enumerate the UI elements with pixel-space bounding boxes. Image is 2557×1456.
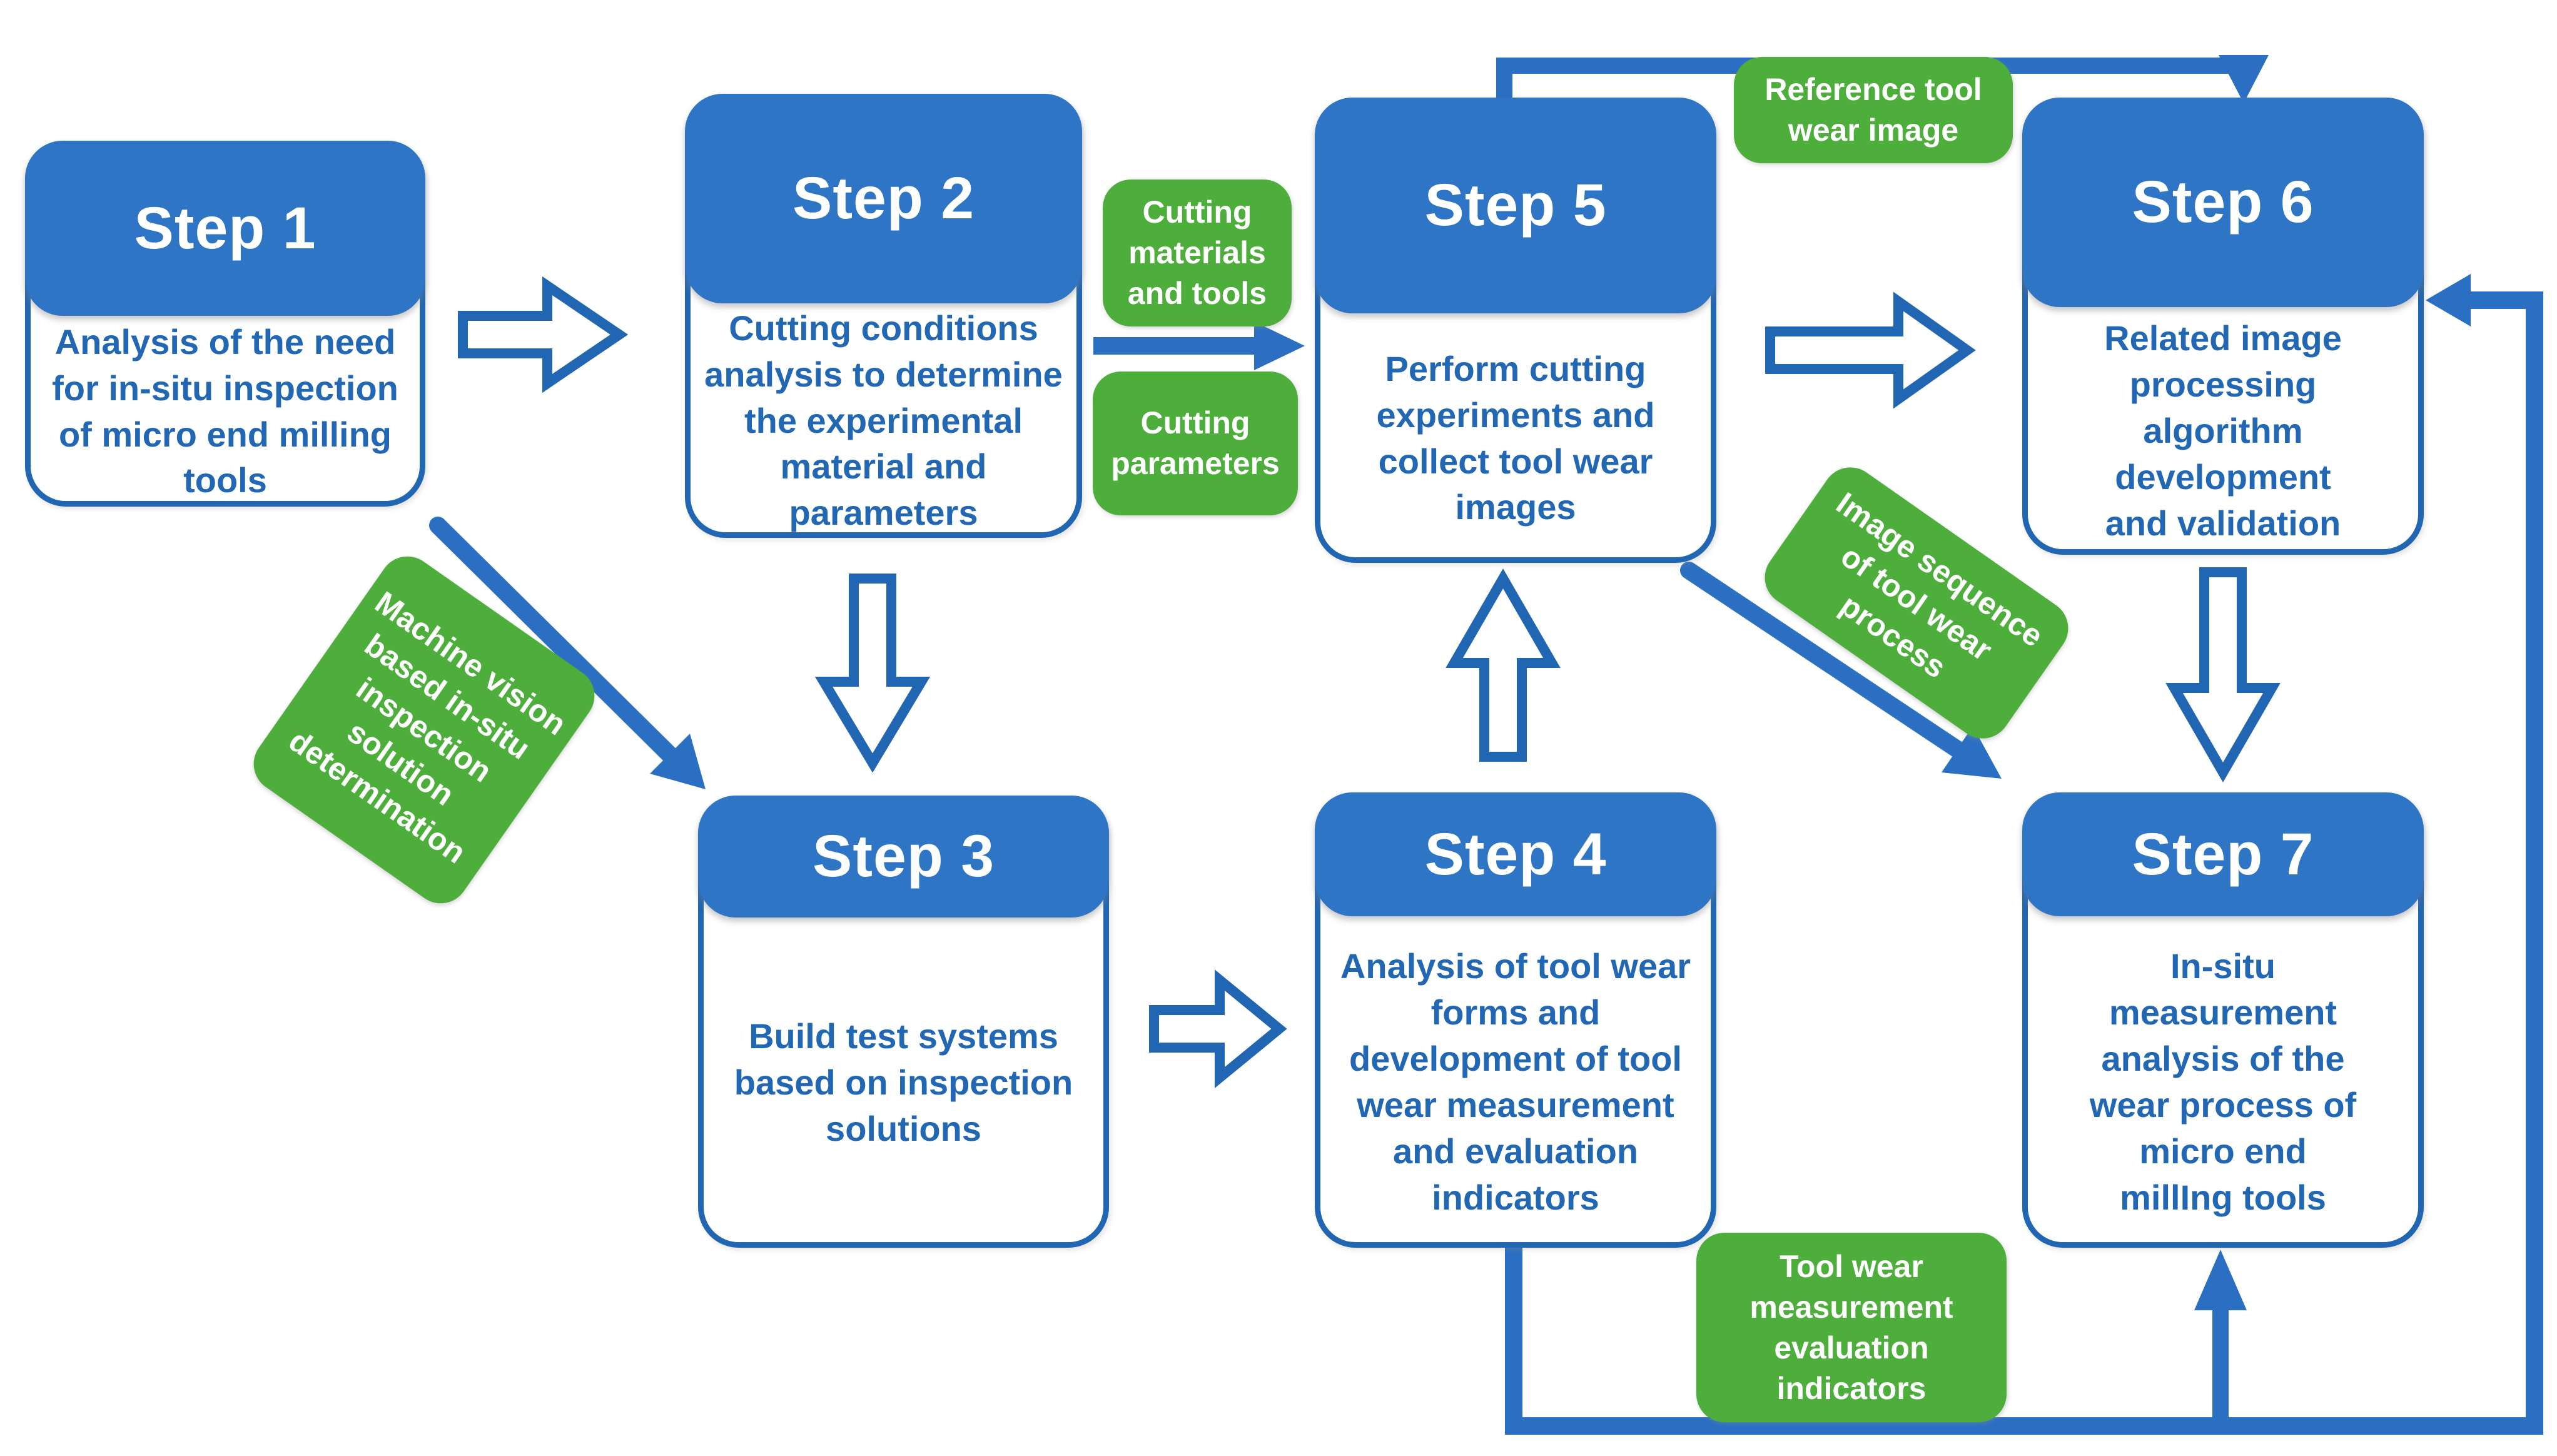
label-cutting-materials-and-tools: Cutting materials and tools <box>1103 179 1292 326</box>
step-2-title: Step 2 <box>685 94 1082 303</box>
label-tool-wear-indicators: Tool wear measurement evaluation indicat… <box>1696 1233 2007 1422</box>
step-7-title: Step 7 <box>2022 792 2424 916</box>
step-3-title: Step 3 <box>698 796 1109 918</box>
arrow-step5-to-step6-icon <box>1765 291 1976 409</box>
step-3-description: Build test systems based on inspection s… <box>734 1016 1073 1148</box>
connector-bottom-to-step7-icon <box>2194 1250 2247 1426</box>
step-7-description: In-situ measurement analysis of the wear… <box>2089 946 2357 1217</box>
step-2-description: Cutting conditions analysis to determine… <box>704 308 1063 533</box>
arrow-step2-to-step5-icon <box>1093 321 1305 370</box>
label-reference-tool-wear-image: Reference tool wear image <box>1734 57 2013 163</box>
step-4-title: Step 4 <box>1315 792 1716 916</box>
step-6-title: Step 6 <box>2022 98 2424 307</box>
step-2-box: Step 2 Cutting conditions analysis to de… <box>685 94 1082 538</box>
step-6-box: Step 6 Related image processing algorith… <box>2022 98 2424 555</box>
step-5-box: Step 5 Perform cutting experiments and c… <box>1315 98 1716 563</box>
arrow-step4-to-step5-icon <box>1446 569 1561 762</box>
step-5-description: Perform cutting experiments and collect … <box>1376 348 1655 527</box>
step-6-description: Related image processing algorithm devel… <box>2104 318 2342 543</box>
arrow-step3-to-step4-icon <box>1149 969 1287 1088</box>
step-7-box: Step 7 In-situ measurement analysis of t… <box>2022 792 2424 1248</box>
label-cutting-parameters: Cutting parameters <box>1093 372 1298 515</box>
arrow-step1-to-step3-icon <box>429 517 706 789</box>
arrow-step1-to-step2-icon <box>458 276 629 393</box>
arrow-step2-to-step3-icon <box>814 574 931 773</box>
step-1-title: Step 1 <box>25 141 425 316</box>
step-3-box: Step 3 Build test systems based on inspe… <box>698 796 1109 1248</box>
step-1-description: Analysis of the need for in-situ inspect… <box>52 321 398 500</box>
step-4-description: Analysis of tool wear forms and developm… <box>1340 946 1691 1217</box>
step-4-box: Step 4 Analysis of tool wear forms and d… <box>1315 792 1716 1248</box>
step-5-title: Step 5 <box>1315 98 1716 313</box>
connector-step4-bottom-to-step6-icon <box>1505 274 2543 1435</box>
arrow-step5-to-step7-icon <box>1680 562 2002 779</box>
step-1-box: Step 1 Analysis of the need for in-situ … <box>25 141 425 507</box>
arrow-step6-to-step7-icon <box>2165 567 2281 782</box>
